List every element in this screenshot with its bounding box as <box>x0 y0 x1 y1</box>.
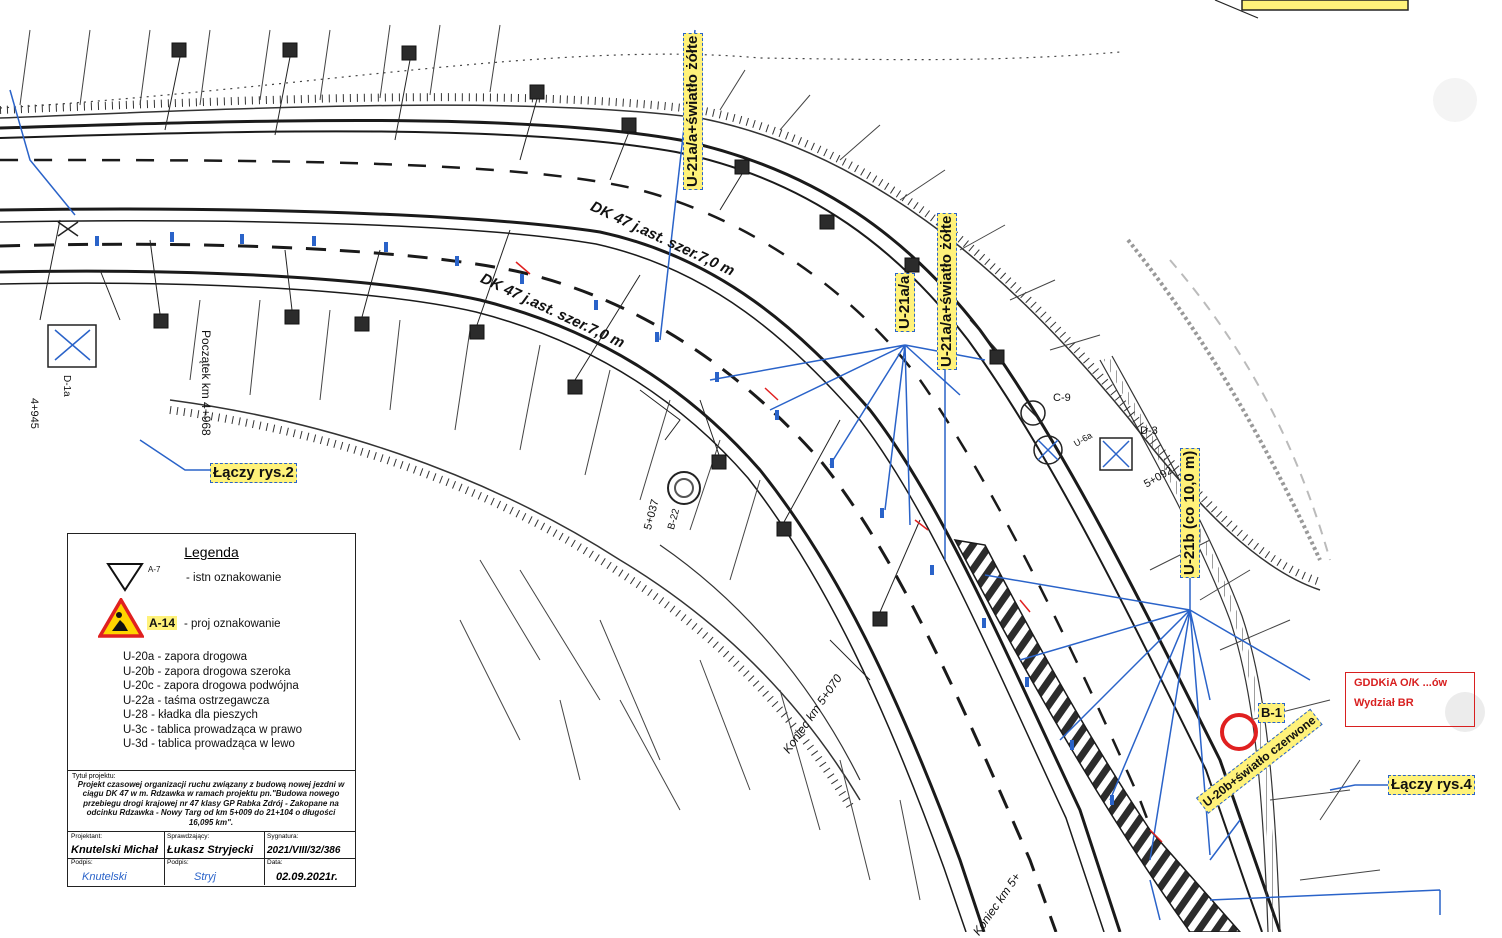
project-title-label: Tytuł projektu: <box>72 773 116 780</box>
legend-item: U-20a - zapora drogowa <box>123 651 248 663</box>
date-label: Data: <box>267 859 283 866</box>
sign-c9 <box>1020 400 1046 426</box>
title-block-grid: Projektant: Knutelski Michał Sprawdzając… <box>68 831 355 887</box>
sign-label-u21b: U-21b (co 10,0 m) <box>1180 447 1200 578</box>
join-label-right: Łączy rys.4 <box>1388 775 1475 795</box>
legend-a14-code: A-14 <box>147 616 178 630</box>
sign-b22 <box>667 471 701 505</box>
sign-label-1: Podpis: <box>71 859 93 866</box>
handwritten-signature-2: Stryj <box>194 871 216 883</box>
triangle-sign-icon <box>106 563 144 592</box>
km-4945: 4+945 <box>28 398 40 429</box>
roadworks-sign-icon <box>98 598 144 638</box>
date-value: 02.09.2021r. <box>276 871 338 883</box>
checker-name: Łukasz Stryjecki <box>167 844 254 856</box>
km-start-label: Początek km 4+968 <box>199 330 213 436</box>
legend-a7-code: A-7 <box>148 565 161 574</box>
designer-label: Projektant: <box>71 833 103 840</box>
legend-item: U-3c - tablica prowadząca w prawo <box>123 723 302 736</box>
legend-box: Legenda A-7 - istn oznakowanie A-14 - pr… <box>67 533 356 887</box>
office-stamp: GDDKiA O/K ...ów Wydział BR <box>1345 672 1475 727</box>
designer-name: Knutelski Michał <box>71 844 158 856</box>
legend-item: U-20b - zapora drogowa szeroka <box>123 665 291 678</box>
top-join-tag <box>1241 0 1409 11</box>
legend-existing-label: - istn oznakowanie <box>186 572 282 584</box>
sign-label-b1: B-1 <box>1258 703 1285 723</box>
legend-items: U-20a - zapora drogowa U-20b - zapora dr… <box>123 650 302 752</box>
legend-item: U-3d - tablica prowadząca w lewo <box>123 738 295 750</box>
stamp-line-2: Wydział BR <box>1354 697 1414 709</box>
hatched-closure-area <box>953 539 1242 932</box>
sign-label-2: Podpis: <box>167 859 189 866</box>
sign-label-u21aa: U-21a/a <box>895 272 915 332</box>
handwritten-signature-1: Knutelski <box>82 871 127 883</box>
sign-b1-circle <box>1220 713 1258 751</box>
legend-item: U-28 - kładka dla pieszych <box>123 709 258 721</box>
sign-label-u21aa-yellow-1: U-21a/a+światło żółte <box>683 32 703 190</box>
project-title: Projekt czasowej organizacji ruchu związ… <box>77 780 345 827</box>
label-c9: C-9 <box>1053 392 1071 404</box>
legend-item: U-22a - taśma ostrzegawcza <box>123 694 270 707</box>
checker-label: Sprawdzający: <box>167 833 210 840</box>
legend-proposed-label: - proj oznakowanie <box>184 618 281 630</box>
signature-code: 2021/VIII/32/386 <box>267 845 341 856</box>
sign-label-u21aa-yellow-2: U-21a/a+światło żółte <box>937 212 957 370</box>
label-d3: D-3 <box>1140 425 1158 437</box>
label-d1a: D-1a <box>61 375 72 397</box>
legend-title: Legenda <box>184 544 239 560</box>
join-label-left: Łączy rys.2 <box>210 463 297 483</box>
signature-label: Sygnatura: <box>267 833 299 840</box>
stamp-line-1: GDDKiA O/K ...ów <box>1354 677 1448 689</box>
legend-item: U-20c - zapora drogowa podwójna <box>123 680 299 692</box>
